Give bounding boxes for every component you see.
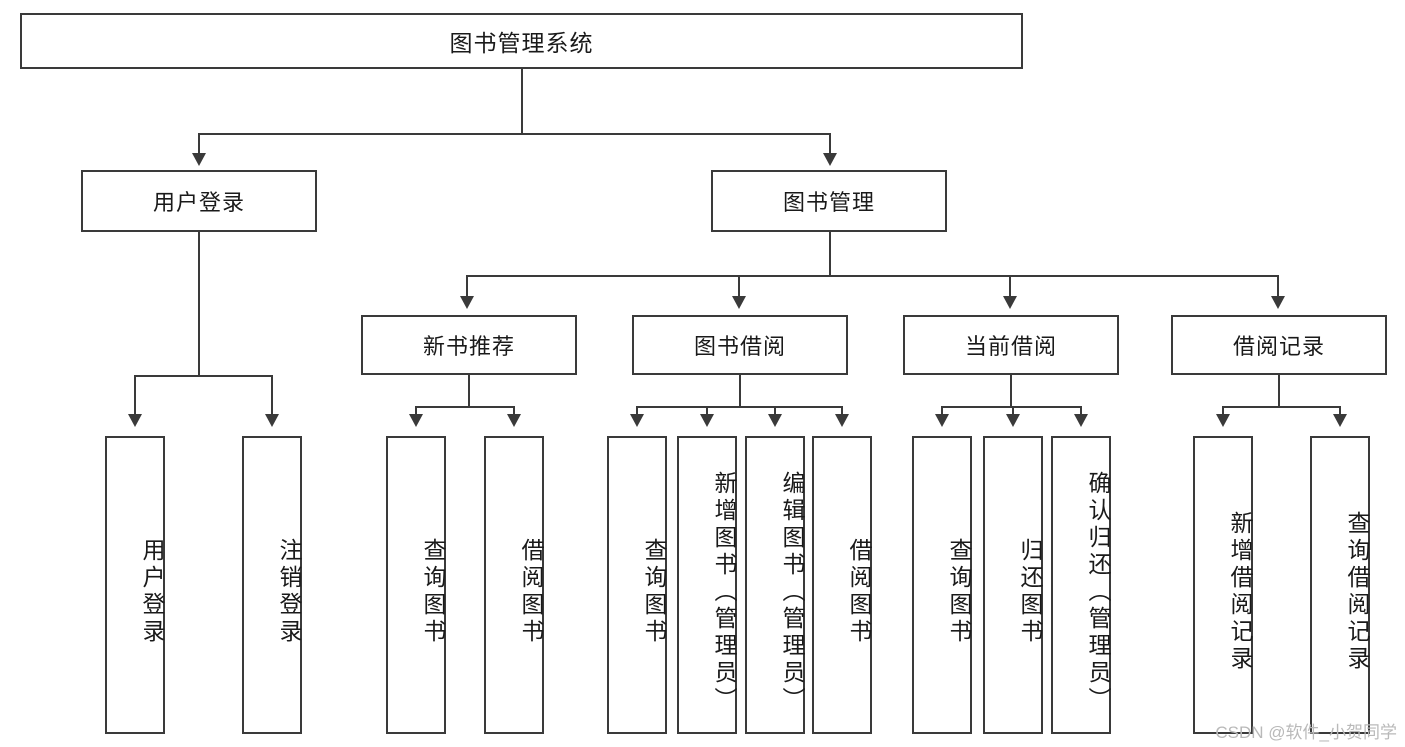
leaf-label: 用户登录 (139, 538, 165, 646)
leaf-record-add-borrow-record[interactable]: 新增借阅记录 (1193, 436, 1253, 734)
connector-recommend-bus (415, 406, 514, 408)
leaf-borrow-edit-book-admin[interactable]: 编辑图书（管理员） (745, 436, 805, 734)
arrow-borrow-leaf-2-icon (700, 414, 714, 427)
connector-book-manage-drop-4 (1277, 275, 1279, 300)
connector-record-bus (1222, 406, 1340, 408)
connector-book-manage-drop-3 (1009, 275, 1011, 300)
arrow-borrow-leaf-4-icon (835, 414, 849, 427)
arrow-book-manage-child-2-icon (732, 296, 746, 309)
arrow-recommend-leaf-2-icon (507, 414, 521, 427)
leaf-current-return-book[interactable]: 归还图书 (983, 436, 1043, 734)
connector-borrow-drop-2 (706, 406, 708, 418)
connector-user-login-bus (134, 375, 272, 377)
leaf-borrow-add-book-admin[interactable]: 新增图书（管理员） (677, 436, 737, 734)
arrow-current-leaf-1-icon (935, 414, 949, 427)
leaf-user-logout[interactable]: 注销登录 (242, 436, 302, 734)
node-label: 图书管理系统 (449, 30, 594, 56)
connector-current-bus (941, 406, 1081, 408)
connector-record-drop-1 (1222, 406, 1224, 418)
node-label: 新书推荐 (422, 334, 515, 359)
arrow-record-leaf-1-icon (1216, 414, 1230, 427)
leaf-label: 归还图书 (1017, 538, 1043, 646)
connector-user-login-drop-1 (134, 375, 136, 418)
arrow-record-leaf-2-icon (1333, 414, 1347, 427)
leaf-label: 新增图书（管理员） (711, 470, 737, 714)
arrow-borrow-leaf-3-icon (768, 414, 782, 427)
node-label: 图书管理 (782, 190, 875, 215)
connector-borrow-stem (739, 375, 741, 407)
leaf-current-query-book[interactable]: 查询图书 (912, 436, 972, 734)
connector-user-login-drop-2 (271, 375, 273, 418)
csdn-watermark: CSDN @软件_小贺同学 (1215, 723, 1397, 742)
connector-user-login-stem (198, 232, 200, 376)
connector-borrow-drop-4 (841, 406, 843, 418)
connector-book-manage-bus (466, 275, 1279, 277)
connector-book-manage-stem (829, 232, 831, 276)
connector-root-stem (521, 69, 523, 134)
leaf-label: 查询图书 (420, 538, 446, 646)
connector-borrow-drop-3 (774, 406, 776, 418)
connector-recommend-drop-2 (513, 406, 515, 418)
connector-recommend-stem (468, 375, 470, 407)
leaf-label: 新增借阅记录 (1227, 511, 1253, 673)
leaf-label: 查询图书 (641, 538, 667, 646)
arrow-user-login-leaf-1-icon (128, 414, 142, 427)
arrow-current-leaf-3-icon (1074, 414, 1088, 427)
connector-record-stem (1278, 375, 1280, 407)
leaf-borrow-borrow-book[interactable]: 借阅图书 (812, 436, 872, 734)
connector-current-drop-3 (1080, 406, 1082, 418)
node-new-book-recommend[interactable]: 新书推荐 (361, 315, 577, 375)
node-label: 图书借阅 (693, 334, 786, 359)
node-current-borrow[interactable]: 当前借阅 (903, 315, 1119, 375)
leaf-record-query-borrow-record[interactable]: 查询借阅记录 (1310, 436, 1370, 734)
arrow-book-manage-child-4-icon (1271, 296, 1285, 309)
arrow-recommend-leaf-1-icon (409, 414, 423, 427)
leaf-label: 借阅图书 (846, 538, 872, 646)
leaf-current-confirm-return-admin[interactable]: 确认归还（管理员） (1051, 436, 1111, 734)
connector-current-stem (1010, 375, 1012, 407)
leaf-user-login[interactable]: 用户登录 (105, 436, 165, 734)
connector-root-to-book-manage (829, 133, 831, 157)
arrow-root-to-user-login-icon (192, 153, 206, 166)
connector-current-drop-2 (1012, 406, 1014, 418)
leaf-label: 查询借阅记录 (1344, 511, 1370, 673)
connector-recommend-drop-1 (415, 406, 417, 418)
node-book-borrow[interactable]: 图书借阅 (632, 315, 848, 375)
node-book-management-system[interactable]: 图书管理系统 (20, 13, 1023, 69)
connector-borrow-bus (636, 406, 843, 408)
leaf-label: 借阅图书 (518, 538, 544, 646)
connector-current-drop-1 (941, 406, 943, 418)
node-label: 用户登录 (152, 190, 245, 215)
leaf-recommend-borrow-book[interactable]: 借阅图书 (484, 436, 544, 734)
node-label: 借阅记录 (1232, 334, 1325, 359)
leaf-label: 查询图书 (946, 538, 972, 646)
arrow-user-login-leaf-2-icon (265, 414, 279, 427)
node-borrow-record[interactable]: 借阅记录 (1171, 315, 1387, 375)
leaf-label: 注销登录 (276, 538, 302, 646)
connector-record-drop-2 (1339, 406, 1341, 418)
connector-root-bus (198, 133, 831, 135)
arrow-root-to-book-manage-icon (823, 153, 837, 166)
connector-book-manage-drop-1 (466, 275, 468, 300)
connector-borrow-drop-1 (636, 406, 638, 418)
leaf-recommend-query-book[interactable]: 查询图书 (386, 436, 446, 734)
connector-book-manage-drop-2 (738, 275, 740, 300)
leaf-borrow-query-book[interactable]: 查询图书 (607, 436, 667, 734)
connector-root-to-user-login (198, 133, 200, 157)
arrow-book-manage-child-3-icon (1003, 296, 1017, 309)
leaf-label: 确认归还（管理员） (1085, 470, 1111, 714)
arrow-current-leaf-2-icon (1006, 414, 1020, 427)
leaf-label: 编辑图书（管理员） (779, 470, 805, 714)
arrow-book-manage-child-1-icon (460, 296, 474, 309)
node-book-management[interactable]: 图书管理 (711, 170, 947, 232)
node-user-login[interactable]: 用户登录 (81, 170, 317, 232)
arrow-borrow-leaf-1-icon (630, 414, 644, 427)
node-label: 当前借阅 (964, 334, 1057, 359)
